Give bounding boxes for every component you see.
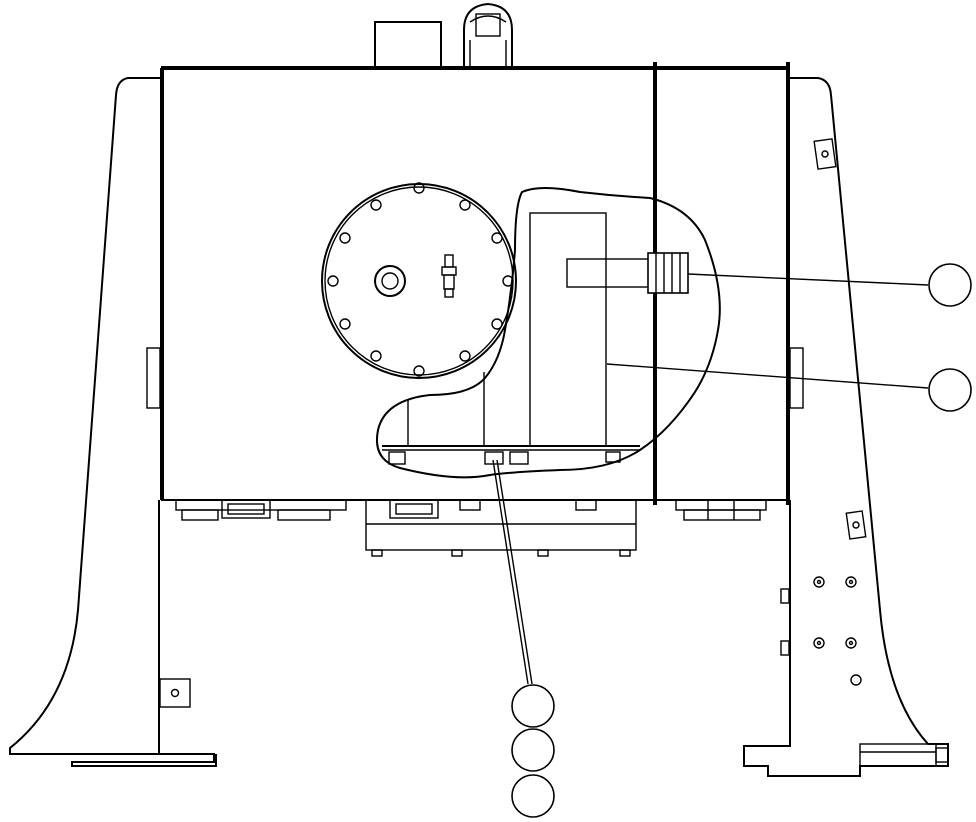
callout-balloon-2 bbox=[928, 368, 972, 412]
left-leg-bracket bbox=[159, 678, 191, 708]
callout-balloon-4 bbox=[511, 728, 555, 772]
internal-bolts bbox=[388, 451, 621, 465]
center-flange-box bbox=[365, 499, 637, 551]
callout-balloon-1 bbox=[928, 263, 972, 307]
cover-center-port bbox=[374, 265, 406, 297]
callout-balloon-3 bbox=[511, 684, 555, 728]
manhole-cover bbox=[321, 182, 517, 379]
right-leg-tab-top bbox=[813, 138, 837, 170]
internal-shaft bbox=[566, 258, 650, 288]
leader-lines bbox=[492, 273, 929, 685]
left-side-lug bbox=[146, 347, 161, 409]
right-leg-tab-mid bbox=[845, 510, 867, 540]
left-leg bbox=[9, 77, 217, 767]
right-leg-holes bbox=[780, 576, 862, 686]
tank-body bbox=[160, 62, 790, 505]
callout-balloon-5 bbox=[511, 774, 555, 818]
top-box-fitting bbox=[374, 21, 442, 69]
internal-plate bbox=[529, 212, 607, 447]
cover-valve bbox=[441, 254, 457, 298]
cutaway-section bbox=[376, 187, 721, 479]
shaft-coupling bbox=[647, 252, 689, 294]
right-leg bbox=[743, 77, 949, 777]
top-fittings bbox=[374, 2, 513, 69]
top-pipe-fitting bbox=[463, 2, 513, 68]
bottom-flanges bbox=[175, 499, 767, 557]
